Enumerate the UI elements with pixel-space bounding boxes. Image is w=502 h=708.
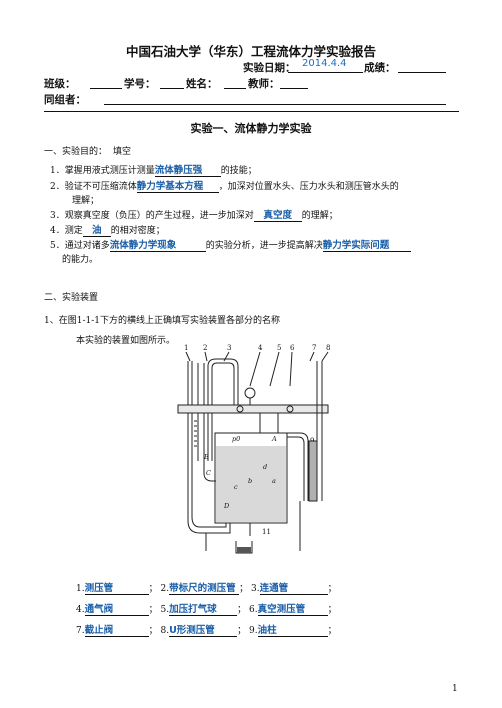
date-underline bbox=[288, 72, 363, 73]
class-underline bbox=[90, 88, 122, 89]
teacher-label: 教师： bbox=[248, 78, 280, 90]
objective-2: 2．验证不可压缩流体静力学基本方程，加深对位置水头、压力水头和测压管水头的 bbox=[50, 178, 399, 193]
objective-5-cont: 的能力。 bbox=[62, 255, 99, 265]
fig-num-7: 7 bbox=[312, 344, 316, 352]
section1-heading: 一、实验目的：填空 bbox=[44, 147, 132, 157]
date-label: 实验日期： bbox=[243, 62, 296, 74]
fig-num-3: 3 bbox=[227, 344, 231, 352]
page-number: 1 bbox=[452, 684, 458, 694]
objective-5: 5．通过对诸多流体静力学现象的实验分析，进一步提高解决静力学实际问题 bbox=[50, 237, 411, 252]
name-label: 姓名： bbox=[186, 78, 218, 90]
fig-label-d: d bbox=[263, 463, 267, 471]
class-label: 班级： bbox=[44, 78, 76, 90]
fig-num-5: 5 bbox=[277, 344, 281, 352]
score-underline bbox=[398, 72, 446, 73]
objective-4: 4．测定油的相对密度； bbox=[50, 222, 165, 237]
header-divider bbox=[44, 111, 459, 112]
score-label: 成绩： bbox=[364, 62, 396, 74]
name-underline bbox=[224, 88, 246, 89]
fig-num-2: 2 bbox=[203, 344, 207, 352]
objective-2-cont: 理解； bbox=[72, 196, 100, 206]
fig-label-A: A bbox=[271, 435, 277, 443]
fig-num-1: 1 bbox=[184, 344, 188, 352]
objective-3: 3．观察真空度（负压）的产生过程，进一步加深对真空度的理解； bbox=[50, 207, 338, 222]
answer-row-2: 4.通气阀； 5.加压打气球； 6.真空测压管； bbox=[76, 601, 337, 616]
fig-num-8: 8 bbox=[326, 344, 330, 352]
fig-label-C: C bbox=[206, 469, 211, 477]
experiment-title: 实验一、流体静力学实验 bbox=[190, 122, 312, 135]
fig-label-p0: p0 bbox=[232, 435, 240, 443]
fig-num-11: 11 bbox=[262, 528, 271, 536]
student-no-label: 学号： bbox=[124, 78, 156, 90]
group-label: 同组者： bbox=[44, 94, 86, 106]
answer-row-1: 1.测压管； 2.带标尺的测压管； 3.连通管； bbox=[76, 580, 337, 595]
fig-label-b: b bbox=[248, 477, 252, 485]
student-no-underline bbox=[160, 88, 184, 89]
fig-label-a: a bbox=[272, 477, 276, 485]
fig-label-D: D bbox=[223, 502, 230, 510]
apparatus-figure: 1 2 3 4 5 6 7 8 9 10 11 bbox=[177, 344, 330, 554]
section2-item1: 1、在图1-1-1下方的横线上正确填写实验装置各部分的名称 bbox=[44, 316, 280, 326]
section2-item1-sub: 本实验的装置如图所示。 bbox=[76, 336, 176, 346]
fig-num-4: 4 bbox=[258, 344, 263, 352]
answer-row-3: 7.截止阀； 8.U形测压管； 9.油柱； bbox=[76, 622, 337, 637]
group-underline bbox=[104, 104, 446, 105]
teacher-underline bbox=[280, 88, 308, 89]
date-value: 2014.4.4 bbox=[302, 58, 347, 69]
fig-label-B: B bbox=[203, 453, 209, 461]
fig-label-c: c bbox=[234, 483, 238, 491]
objective-1: 1．掌握用液式测压计测量流体静压强的技能； bbox=[50, 162, 257, 177]
section2-heading: 二、实验装置 bbox=[44, 293, 99, 303]
fig-num-6: 6 bbox=[290, 344, 295, 352]
report-title: 中国石油大学（华东）工程流体力学实验报告 bbox=[125, 44, 376, 59]
